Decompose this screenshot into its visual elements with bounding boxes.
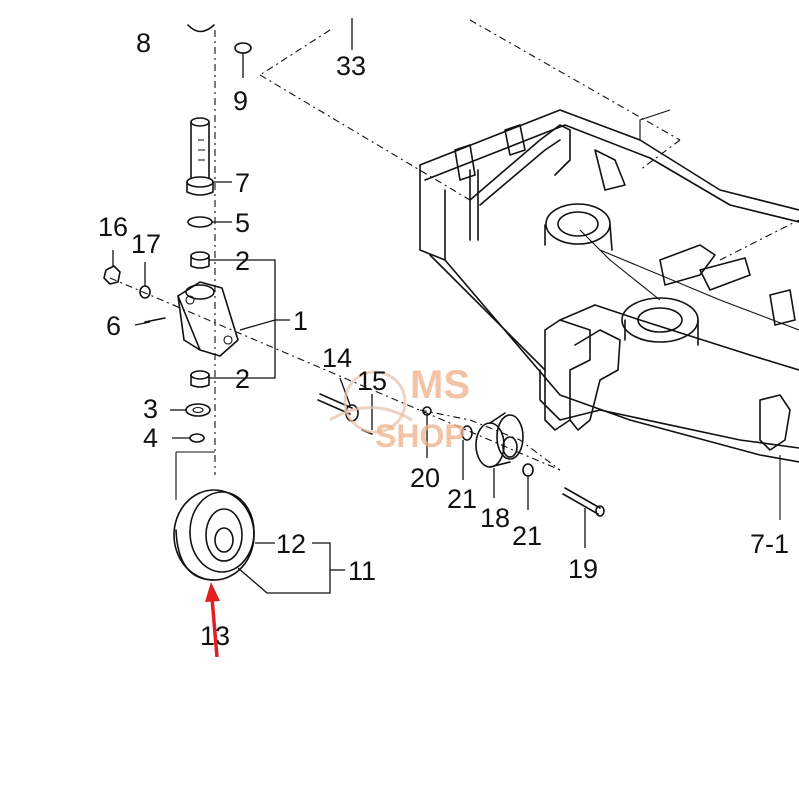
callout-11: 11 xyxy=(348,556,376,586)
watermark-line2: SHOP xyxy=(375,418,466,454)
callout-2-top: 2 xyxy=(235,246,250,276)
part-21-spacer-a xyxy=(461,425,473,441)
watermark-line1: MS xyxy=(410,363,470,407)
callout-21-b: 21 xyxy=(512,521,542,551)
mower-deck xyxy=(419,109,799,520)
assembly-lines xyxy=(109,19,799,475)
callout-1: 1 xyxy=(293,306,308,336)
part-5-washer xyxy=(187,216,213,228)
callout-3: 3 xyxy=(143,394,158,424)
callout-21-a: 21 xyxy=(447,484,477,514)
callout-15: 15 xyxy=(357,366,387,396)
callout-12: 12 xyxy=(276,529,306,559)
part-16-nut xyxy=(103,265,121,285)
part-21-spacer-b xyxy=(522,463,534,477)
part-19-axle-bolt xyxy=(562,487,605,517)
callout-19: 19 xyxy=(568,554,598,584)
callout-20: 20 xyxy=(410,463,440,493)
part-6-bolt xyxy=(144,317,166,323)
part-11-wheel xyxy=(173,489,255,581)
arrow-up-icon xyxy=(205,582,220,658)
callout-6: 6 xyxy=(106,311,121,341)
part-1-caster-yoke xyxy=(177,281,239,357)
callout-17: 17 xyxy=(131,229,161,259)
part-3-washer xyxy=(185,403,211,417)
callout-9: 9 xyxy=(233,86,248,116)
part-7-spindle xyxy=(186,117,214,196)
part-18-roller xyxy=(475,412,524,468)
part-9-oring xyxy=(234,42,252,54)
part-8-washer xyxy=(187,24,215,33)
callout-8: 8 xyxy=(136,28,151,58)
callout-7-1: 7-1 xyxy=(750,529,789,559)
part-2-bushing-top xyxy=(190,251,210,269)
part-4-washer xyxy=(189,433,205,443)
callout-7: 7 xyxy=(235,168,250,198)
watermark-logo: MS SHOP xyxy=(329,363,470,454)
leader-lines xyxy=(112,18,586,594)
callout-5: 5 xyxy=(235,208,250,238)
callout-18: 18 xyxy=(480,503,510,533)
caster-assembly xyxy=(103,24,255,581)
callout-33: 33 xyxy=(336,51,366,81)
callout-labels: 8 33 9 7 5 16 17 2 1 6 2 14 15 3 4 20 21… xyxy=(98,28,789,651)
callout-14: 14 xyxy=(322,343,352,373)
callout-4: 4 xyxy=(143,423,158,453)
part-2-bushing-bottom xyxy=(190,370,210,388)
callout-16: 16 xyxy=(98,212,128,242)
callout-2-bottom: 2 xyxy=(235,364,250,394)
